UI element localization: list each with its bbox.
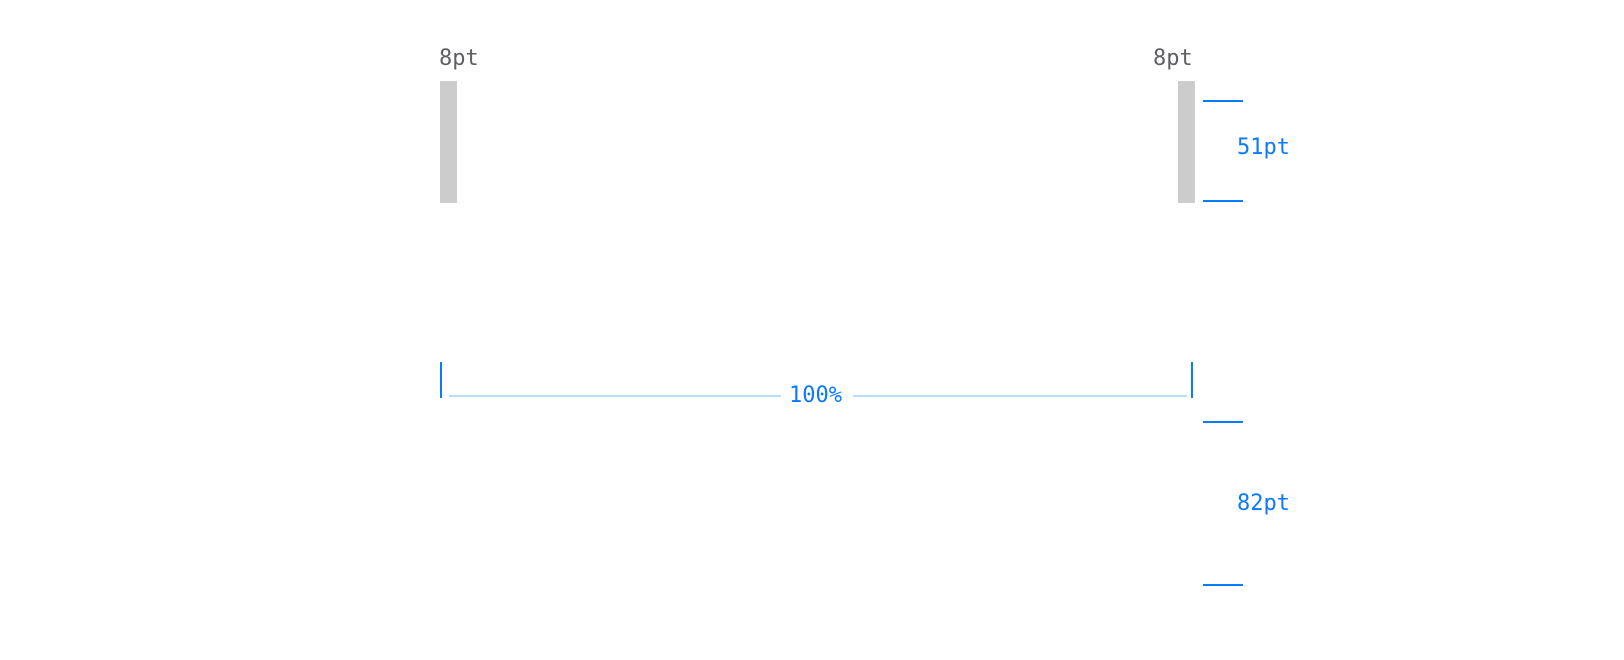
width-bracket-right (1191, 362, 1193, 398)
width-bracket-left (440, 362, 442, 398)
right-margin-label: 8pt (1153, 46, 1193, 71)
width-label: 100% (789, 383, 842, 408)
top-height-tick-upper (1203, 100, 1243, 102)
width-guide-left (449, 395, 781, 397)
right-margin-bar (1178, 81, 1195, 203)
left-margin-bar (440, 81, 457, 203)
left-margin-label: 8pt (439, 46, 479, 71)
bottom-height-tick-upper (1203, 421, 1243, 423)
top-height-tick-lower (1203, 200, 1243, 202)
width-guide-right (853, 395, 1187, 397)
bottom-height-tick-lower (1203, 584, 1243, 586)
bottom-height-label: 82pt (1237, 491, 1290, 516)
top-height-label: 51pt (1237, 135, 1290, 160)
